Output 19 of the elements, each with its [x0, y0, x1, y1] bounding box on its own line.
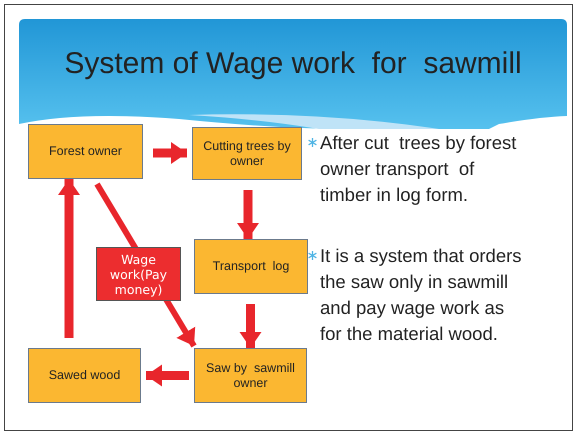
box-text: Sawed wood: [48, 368, 120, 383]
process-box: [194, 348, 307, 403]
arrow: [153, 142, 187, 164]
process-box: [28, 348, 141, 403]
arrow: [58, 179, 80, 338]
box-text: Cutting trees by owner: [202, 139, 292, 168]
bullet-text: It is a system that orders the saw only in sawmill and pay wage work as for the material wood.: [320, 244, 523, 346]
arrow: [237, 190, 259, 239]
arrow: [146, 364, 189, 386]
process-box: [192, 127, 302, 180]
box-text: Forest owner: [49, 144, 122, 159]
edge-label: Wage work(Pay money): [96, 247, 181, 301]
process-box: [194, 239, 308, 294]
arrow: [240, 304, 262, 348]
process-box: [28, 124, 143, 179]
bullet-text: After cut trees by forest owner transport of timber in log form.: [320, 131, 518, 207]
slide-title: System of Wage work for sawmill: [63, 47, 523, 81]
box-text: Transport log: [212, 259, 290, 274]
box-text: Saw by sawmill owner: [205, 361, 296, 390]
